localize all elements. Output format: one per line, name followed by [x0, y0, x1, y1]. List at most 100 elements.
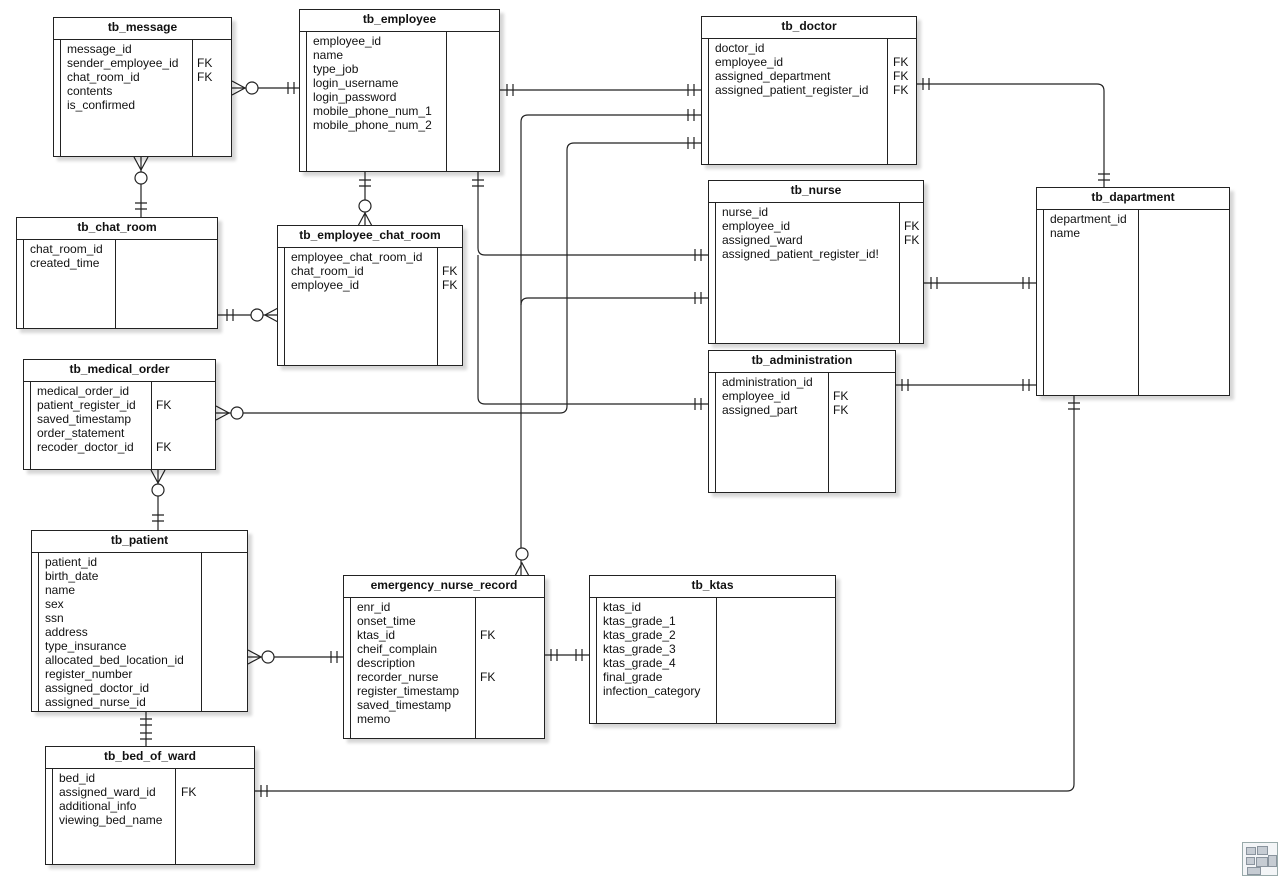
field-row[interactable]: patient_id [45, 555, 245, 569]
field-row[interactable]: assigned_patient_register_id! [722, 247, 921, 261]
field-row[interactable]: address [45, 625, 245, 639]
field-row[interactable]: type_insurance [45, 639, 245, 653]
link-chatroom-employeechatroom [218, 307, 279, 323]
field-row[interactable]: ktas_grade_4 [603, 656, 833, 670]
minimap-thumbnail[interactable] [1242, 842, 1278, 876]
field-row[interactable]: is_confirmed [67, 98, 229, 112]
field-row[interactable]: mobile_phone_num_1 [313, 104, 497, 118]
field-row[interactable]: ssn [45, 611, 245, 625]
field-row[interactable]: name [45, 583, 245, 597]
field-row[interactable]: onset_time [357, 614, 542, 628]
field-row[interactable]: administration_id [722, 375, 893, 389]
field-name: address [45, 625, 88, 639]
field-row[interactable]: department_id [1050, 212, 1227, 226]
field-row[interactable]: assigned_nurse_id [45, 695, 245, 709]
field-row[interactable]: order_statement [37, 426, 213, 440]
field-row[interactable]: medical_order_id [37, 384, 213, 398]
field-name: name [1050, 226, 1081, 240]
field-row[interactable]: allocated_bed_location_id [45, 653, 245, 667]
field-row[interactable]: viewing_bed_name [59, 813, 252, 827]
link-patient-enr [247, 649, 344, 665]
field-row[interactable]: ktas_id [603, 600, 833, 614]
link-enr-doctor-nurse [514, 109, 709, 577]
field-row[interactable]: memo [357, 712, 542, 726]
field-row[interactable]: birth_date [45, 569, 245, 583]
field-name: onset_time [357, 614, 416, 628]
field-row[interactable]: infection_category [603, 684, 833, 698]
field-row[interactable]: mobile_phone_num_2 [313, 118, 497, 132]
field-row[interactable]: message_id [67, 42, 229, 56]
field-name: assigned_department [715, 69, 831, 83]
field-name: ktas_grade_2 [603, 628, 676, 642]
field-row[interactable]: ktas_grade_1 [603, 614, 833, 628]
field-row[interactable]: bed_id [59, 771, 252, 785]
field-row[interactable]: login_password [313, 90, 497, 104]
field-row[interactable]: employee_id [313, 34, 497, 48]
field-row[interactable]: sex [45, 597, 245, 611]
field-row[interactable]: additional_info [59, 799, 252, 813]
field-row[interactable]: chat_room_id [30, 242, 215, 256]
key-gutter-divider [1043, 209, 1044, 395]
field-row[interactable]: type_job [313, 62, 497, 76]
field-row[interactable]: saved_timestamp [357, 698, 542, 712]
field-row[interactable]: ktas_grade_3 [603, 642, 833, 656]
field-row[interactable]: cheif_complain [357, 642, 542, 656]
link-medicalorder-doctor [215, 137, 702, 421]
field-row[interactable]: name [1050, 226, 1227, 240]
field-name: allocated_bed_location_id [45, 653, 184, 667]
field-row[interactable]: assigned_doctor_id [45, 681, 245, 695]
field-row[interactable]: contents [67, 84, 229, 98]
field-row[interactable]: login_username [313, 76, 497, 90]
field-row[interactable]: ktas_grade_2 [603, 628, 833, 642]
field-row[interactable]: final_grade [603, 670, 833, 684]
field-row[interactable]: nurse_id [722, 205, 921, 219]
field-name: birth_date [45, 569, 99, 583]
field-row[interactable]: doctor_id [715, 41, 914, 55]
field-row[interactable]: employee_chat_room_id [291, 250, 460, 264]
field-name: bed_id [59, 771, 96, 785]
field-row[interactable]: name [313, 48, 497, 62]
field-row[interactable]: saved_timestamp [37, 412, 213, 426]
field-name: nurse_id [722, 205, 769, 219]
column-divider [899, 202, 900, 343]
field-row[interactable]: register_timestamp [357, 684, 542, 698]
key-gutter-divider [708, 38, 709, 164]
field-row[interactable]: description [357, 656, 542, 670]
field-key: FK [833, 403, 849, 417]
field-row[interactable]: enr_id [357, 600, 542, 614]
field-row[interactable]: register_number [45, 667, 245, 681]
field-row[interactable]: created_time [30, 256, 215, 270]
